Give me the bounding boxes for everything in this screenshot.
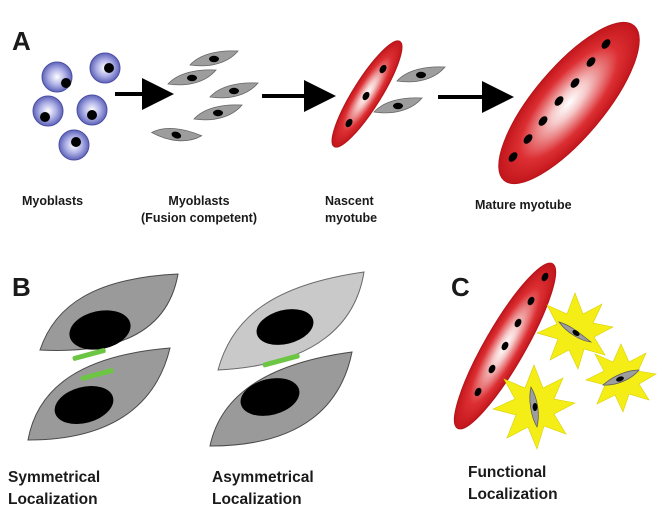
starburst-cell <box>536 292 614 370</box>
caption-line: Symmetrical <box>8 469 101 486</box>
caption-line: Nascent <box>325 194 374 208</box>
green-localization-mark <box>80 368 114 381</box>
myoblast-cell <box>32 95 64 127</box>
spindle-cell <box>189 50 239 67</box>
green-localization-mark <box>72 348 106 361</box>
myoblast-cell <box>89 52 121 84</box>
stage-fusion-competent-caption: Myoblasts (Fusion competent) <box>128 193 270 227</box>
caption-line: myotube <box>325 211 378 225</box>
myoblast-cell <box>76 94 108 126</box>
panel-c-letter: C <box>451 272 470 302</box>
stage-myoblasts-caption: Myoblasts <box>22 193 83 210</box>
spindle-cell <box>150 118 203 151</box>
caption-line: (Fusion competent) <box>141 211 257 225</box>
caption-line: Asymmetrical <box>212 469 314 486</box>
caption-line: Localization <box>468 486 558 503</box>
asymmetrical-cell-pair <box>209 271 365 447</box>
myoblast-cluster <box>32 52 121 161</box>
caption-line: Myoblasts <box>22 194 84 208</box>
functional-localization-scene <box>453 262 657 450</box>
caption-line: Localization <box>8 491 98 508</box>
spindle-cell <box>167 69 217 86</box>
nascent-myotube <box>331 40 446 148</box>
spindle-cell <box>373 97 423 114</box>
panel-a-letter: A <box>12 26 31 56</box>
fusion-competent-myoblasts <box>150 50 259 151</box>
green-localization-mark <box>262 353 300 368</box>
spindle-cell <box>396 66 446 83</box>
myoblast-cell <box>41 61 73 93</box>
functional-localization-caption: Functional Localization <box>468 462 558 506</box>
caption-line: Myoblasts <box>168 194 230 208</box>
mature-myotube <box>498 21 640 185</box>
myoblast-cell <box>58 129 90 161</box>
starburst-cell <box>492 364 576 450</box>
symmetrical-localization-caption: Symmetrical Localization <box>8 467 100 511</box>
spindle-cell <box>209 82 259 99</box>
symmetrical-cell-pair <box>27 273 179 441</box>
starburst-cell <box>585 343 657 413</box>
panel-b-letter: B <box>12 272 31 302</box>
stage-mature-myotube-caption: Mature myotube <box>475 197 572 214</box>
caption-line: Localization <box>212 491 302 508</box>
stage-nascent-myotube-caption: Nascent myotube <box>325 193 377 227</box>
caption-line: Mature myotube <box>475 198 572 212</box>
asymmetrical-localization-caption: Asymmetrical Localization <box>212 467 314 511</box>
caption-line: Functional <box>468 464 547 481</box>
spindle-cell <box>193 104 243 121</box>
